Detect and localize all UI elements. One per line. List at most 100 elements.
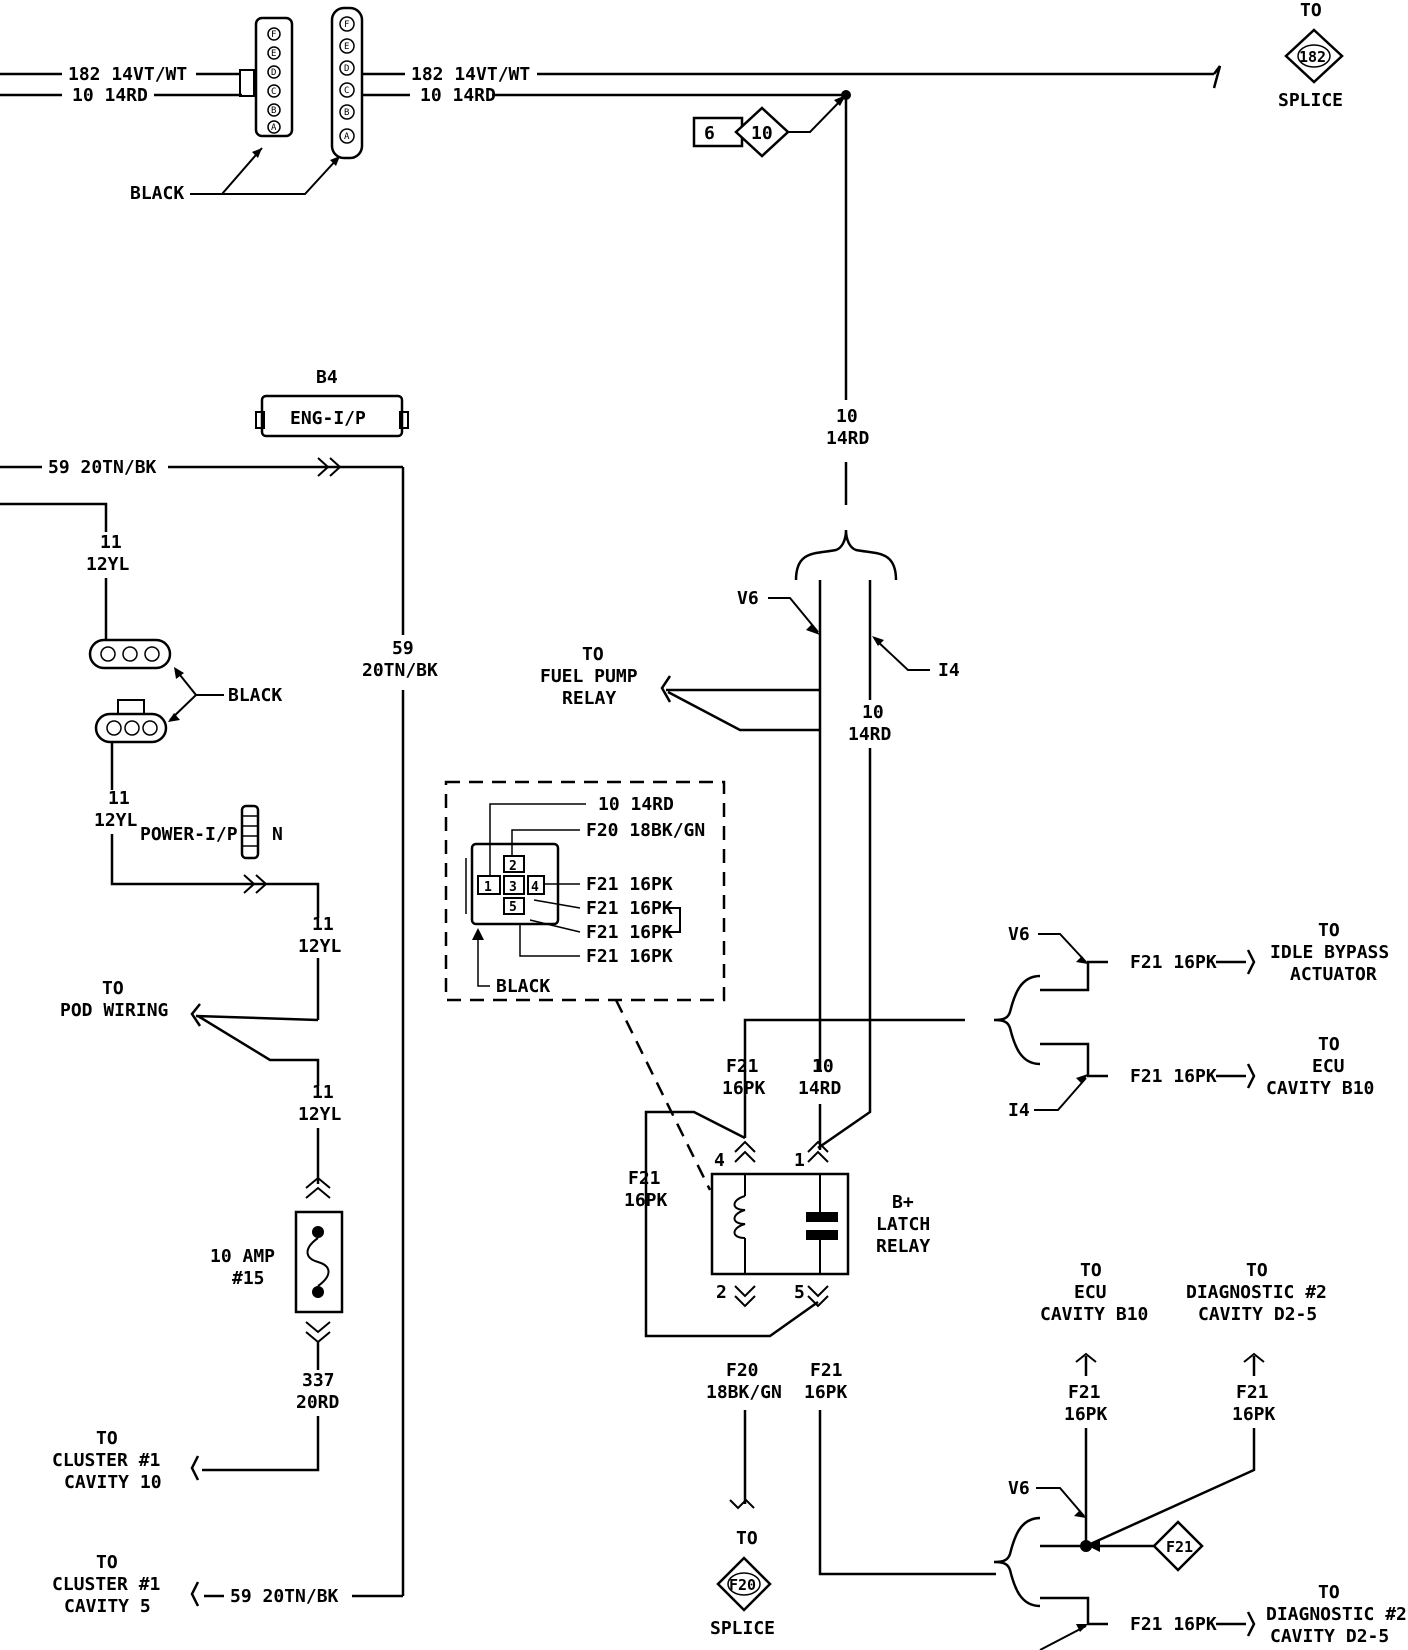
relay-body bbox=[710, 1172, 850, 1276]
svg-text:TO: TO bbox=[736, 1528, 758, 1549]
fp-line2: RELAY bbox=[562, 688, 616, 709]
relay-f21-top-num: F21 bbox=[726, 1056, 759, 1077]
svg-text:D: D bbox=[344, 64, 349, 74]
diag-to: TO bbox=[1246, 1260, 1268, 1281]
splice-182: TO 182 SPLICE bbox=[1278, 0, 1344, 111]
svg-text:E: E bbox=[271, 49, 276, 59]
svg-text:D: D bbox=[271, 68, 276, 78]
cluster1-line1: CLUSTER #1 bbox=[52, 1450, 160, 1471]
svg-text:E: E bbox=[344, 42, 349, 52]
diag2-to: TO bbox=[1318, 1582, 1340, 1603]
splice-f20: TO F20 SPLICE bbox=[710, 1528, 775, 1639]
right-section: V6 F21 16PK TO IDLE BYPASS ACTUATOR I4 F… bbox=[993, 920, 1407, 1650]
relay-pin2: 2 bbox=[716, 1282, 727, 1303]
wire-label-10-left: 10 14RD bbox=[72, 85, 148, 106]
inset-label-1: 10 14RD bbox=[598, 794, 674, 815]
connector-color-label: BLACK bbox=[130, 183, 184, 204]
inset-black: BLACK bbox=[496, 976, 550, 997]
svg-text:C: C bbox=[271, 87, 276, 97]
f21a-num: F21 bbox=[1068, 1382, 1101, 1403]
idle-wire: F21 16PK bbox=[1130, 952, 1217, 973]
wire-label-10-vertical-gauge: 14RD bbox=[826, 428, 870, 449]
power-ip-connector bbox=[240, 804, 260, 860]
right-i4: I4 bbox=[1008, 1100, 1030, 1121]
power-ip-suffix: N bbox=[272, 824, 283, 845]
fuse-num: #15 bbox=[232, 1268, 265, 1289]
wire-59-mid-gauge: 20TN/BK bbox=[362, 660, 438, 681]
right-v6: V6 bbox=[1008, 924, 1030, 945]
ecu-line2: CAVITY B10 bbox=[1266, 1078, 1374, 1099]
relay-name-1: B+ bbox=[892, 1192, 914, 1213]
pod-label: POD WIRING bbox=[60, 1000, 168, 1021]
connector-male: F E D C B A bbox=[239, 16, 294, 138]
wire-label-182-right: 182 14VT/WT bbox=[411, 64, 530, 85]
idle-to: TO bbox=[1318, 920, 1340, 941]
wire-label-10-right: 10 14RD bbox=[420, 85, 496, 106]
wire-11a-num: 11 bbox=[100, 532, 122, 553]
f21a-gauge: 16PK bbox=[1064, 1404, 1108, 1425]
relay-name-2: LATCH bbox=[876, 1214, 930, 1235]
wire-label-182-left: 182 14VT/WT bbox=[68, 64, 187, 85]
svg-text:F: F bbox=[271, 30, 276, 40]
right-v6-b: V6 bbox=[1008, 1478, 1030, 1499]
wire-59-top-label: 59 20TN/BK bbox=[48, 457, 157, 478]
connector-male-pins: F E D C B A bbox=[267, 27, 281, 134]
left-section: 59 20TN/BK 59 20TN/BK 11 12YL BLACK bbox=[0, 457, 438, 1617]
wire-337-gauge: 20RD bbox=[296, 1392, 340, 1413]
ecu-wire: F21 16PK bbox=[1130, 1066, 1217, 1087]
svg-text:4: 4 bbox=[531, 880, 539, 895]
svg-text:3: 3 bbox=[509, 880, 517, 895]
f21b-gauge: 16PK bbox=[1232, 1404, 1276, 1425]
wire-59-bottom-label: 59 20TN/BK bbox=[230, 1586, 339, 1607]
wire-11c-num: 11 bbox=[312, 914, 334, 935]
black-label-3pin: BLACK bbox=[228, 685, 282, 706]
svg-text:B: B bbox=[271, 106, 276, 116]
cluster1-to: TO bbox=[96, 1428, 118, 1449]
svg-text:F: F bbox=[344, 20, 349, 30]
relay-f21-top-gauge: 16PK bbox=[722, 1078, 766, 1099]
relay-pin5: 5 bbox=[794, 1282, 805, 1303]
inset-label-4: F21 16PK bbox=[586, 898, 673, 919]
svg-text:C: C bbox=[344, 86, 349, 96]
svg-text:182: 182 bbox=[1299, 48, 1326, 66]
relay-f21-left-num: F21 bbox=[628, 1168, 661, 1189]
power-ip-label: POWER-I/P bbox=[140, 824, 238, 845]
relay-inset: 1 2 3 4 5 10 14RD F20 18BK/GN F21 16PK F… bbox=[444, 780, 726, 1191]
idle-line1: IDLE BYPASS bbox=[1270, 942, 1389, 963]
wire-10b-gauge: 14RD bbox=[848, 724, 892, 745]
relay-pin4: 4 bbox=[714, 1150, 725, 1171]
cluster1-line2: CAVITY 10 bbox=[64, 1472, 162, 1493]
splice-ref-10: 6 10 bbox=[692, 94, 847, 158]
diag2-line1: DIAGNOSTIC #2 bbox=[1266, 1604, 1407, 1625]
f21b-num: F21 bbox=[1236, 1382, 1269, 1403]
svg-text:SPLICE: SPLICE bbox=[710, 1618, 775, 1639]
b4-connector: B4 ENG-I/P bbox=[255, 367, 409, 438]
ecu2-line2: CAVITY B10 bbox=[1040, 1304, 1148, 1325]
svg-text:TO: TO bbox=[1300, 0, 1322, 21]
fp-line1: FUEL PUMP bbox=[540, 666, 638, 687]
fuse-15 bbox=[294, 1176, 344, 1344]
three-pin-connector-lower bbox=[94, 699, 168, 744]
inset-label-3: F21 16PK bbox=[586, 874, 673, 895]
svg-text:1: 1 bbox=[484, 880, 492, 895]
wire-11d-gauge: 12YL bbox=[298, 1104, 342, 1125]
top-section: 182 14VT/WT 10 14RD F E D C B A F E D bbox=[0, 0, 1344, 505]
wire-11b-num: 11 bbox=[108, 788, 130, 809]
wire-11c-gauge: 12YL bbox=[298, 936, 342, 957]
ecu2-line1: ECU bbox=[1074, 1282, 1107, 1303]
idle-line2: ACTUATOR bbox=[1290, 964, 1377, 985]
ecu2-to: TO bbox=[1080, 1260, 1102, 1281]
v6-label: V6 bbox=[737, 588, 759, 609]
fp-to: TO bbox=[582, 644, 604, 665]
cluster2-line2: CAVITY 5 bbox=[64, 1596, 151, 1617]
svg-text:10: 10 bbox=[751, 123, 773, 144]
svg-text:B4: B4 bbox=[316, 367, 338, 388]
svg-text:5: 5 bbox=[509, 900, 517, 915]
relay-f20-gauge: 18BK/GN bbox=[706, 1382, 782, 1403]
diag-line1: DIAGNOSTIC #2 bbox=[1186, 1282, 1327, 1303]
wire-label-10-vertical-num: 10 bbox=[836, 406, 858, 427]
cluster2-line1: CLUSTER #1 bbox=[52, 1574, 160, 1595]
wire-337-num: 337 bbox=[302, 1370, 335, 1391]
diag2-line2: CAVITY D2-5 bbox=[1270, 1626, 1389, 1647]
